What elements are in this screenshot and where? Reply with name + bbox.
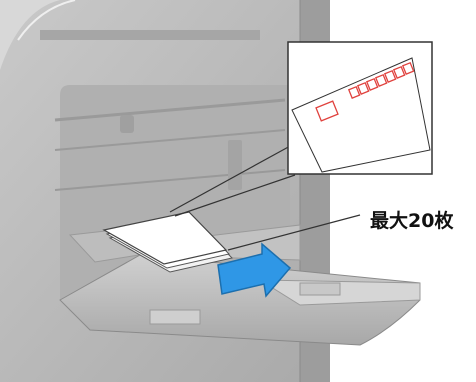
tray-guide-front	[150, 310, 200, 324]
door-latch	[120, 115, 134, 133]
capacity-label: 最大20枚	[370, 206, 453, 233]
tray-guide-right	[300, 283, 340, 295]
